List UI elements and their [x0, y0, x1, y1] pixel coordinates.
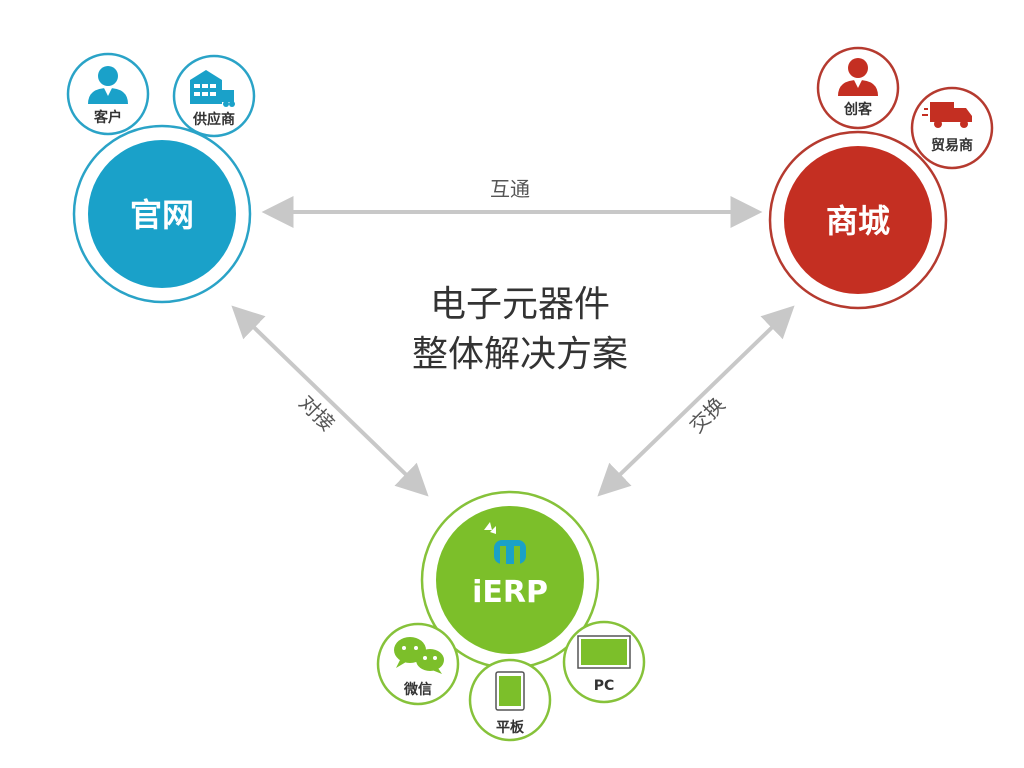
node-website: 官网	[72, 124, 252, 304]
arrow-website-ierp	[231, 305, 429, 497]
connection-label-mall-ierp: 交换	[684, 392, 729, 437]
node-mall: 商城	[768, 130, 948, 310]
node-mall-core	[784, 146, 932, 294]
satellite-pc: PC	[562, 620, 646, 704]
connection-label-website-ierp: 对接	[294, 390, 339, 435]
satellite-customer: 客户	[66, 52, 150, 136]
arrow-mall-ierp	[597, 305, 795, 497]
node-website-core	[88, 140, 236, 288]
center-title-line2: 整体解决方案	[412, 334, 628, 375]
connection-label-website-mall: 互通	[490, 177, 530, 201]
satellite-maker: 创客	[816, 46, 900, 130]
satellite-wechat: 微信	[376, 622, 460, 706]
tablet-icon	[495, 671, 525, 711]
node-website-label: 官网	[130, 196, 194, 234]
center-title-line1: 电子元器件	[430, 284, 610, 325]
ierp-logo-icon	[484, 522, 526, 564]
satellite-pc-label: PC	[594, 678, 615, 694]
satellite-maker-label: 创客	[843, 101, 873, 118]
satellite-supplier: 供应商	[172, 54, 256, 138]
node-ierp-core	[436, 506, 584, 654]
satellite-customer-label: 客户	[93, 109, 122, 126]
satellite-wechat-label: 微信	[403, 681, 432, 698]
node-mall-label: 商城	[826, 202, 890, 240]
satellite-supplier-label: 供应商	[192, 111, 235, 128]
node-ierp-label: iERP	[472, 575, 548, 610]
monitor-icon	[577, 635, 631, 669]
person-icon	[838, 58, 878, 96]
satellite-tablet: 平板	[468, 658, 552, 742]
satellite-trader-label: 贸易商	[931, 137, 973, 154]
wechat-icon	[394, 637, 444, 674]
delivery-truck-icon	[922, 102, 972, 128]
satellite-tablet-label: 平板	[496, 719, 525, 736]
satellite-trader: 贸易商	[910, 86, 994, 170]
warehouse-truck-icon	[190, 70, 235, 107]
person-icon	[88, 66, 128, 104]
